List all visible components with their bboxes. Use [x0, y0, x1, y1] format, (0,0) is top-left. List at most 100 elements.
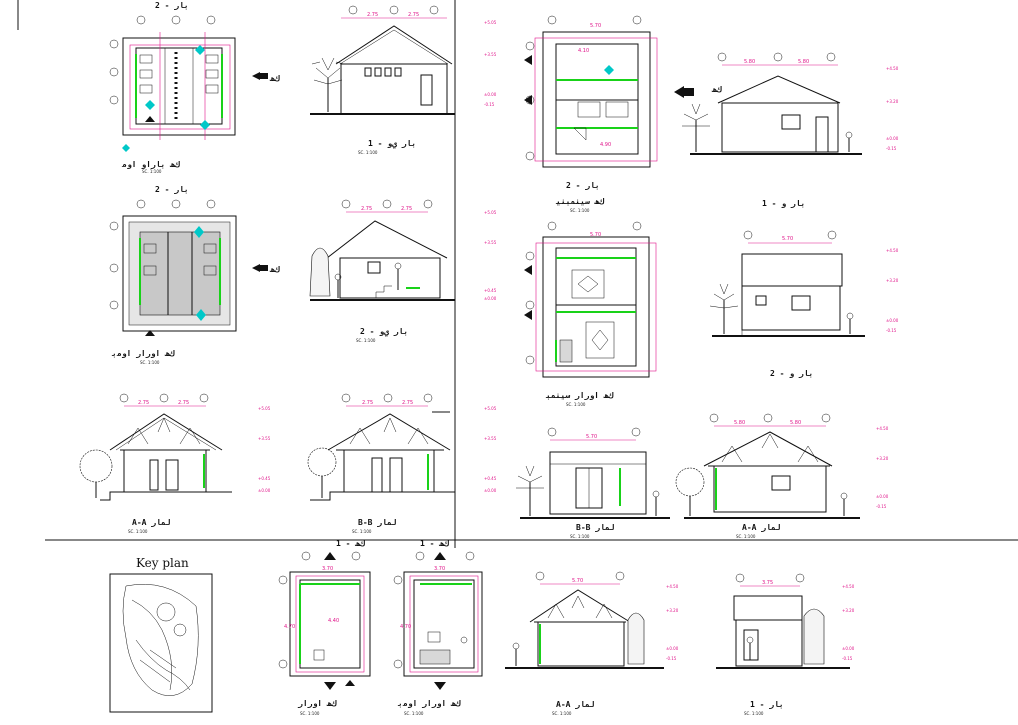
dim-s2-b: 2.75 [402, 400, 413, 406]
caption-elev-4: 2 - ﺑﺎﺭ ﻭ [770, 369, 813, 378]
level-s4-a: +4.50 [876, 426, 889, 431]
floor-plan-2 [524, 15, 694, 168]
level-e1-c: ±0.00 [484, 92, 497, 97]
level-e3-c: +0.45 [484, 288, 497, 293]
scale-sec-3: SC. 1:100 [570, 534, 590, 539]
level-e3-d: ±0.00 [484, 296, 497, 301]
level-s5-d: -0.15 [666, 656, 677, 661]
elevation-4 [709, 230, 865, 337]
caption-sec-2: B-B ﻟﻤﺎﺭ [358, 518, 397, 527]
caption-sec-5: A-A ﻟﻤﺎﺭ [556, 700, 595, 709]
dim-e5-a: 3.75 [762, 580, 773, 586]
dim-e4-a: 5.70 [782, 236, 793, 242]
level-e1-b: +3.55 [484, 52, 497, 57]
dim-p6-b: 4.70 [400, 624, 411, 630]
level-e1-d: -0.15 [484, 102, 495, 107]
dim-e2-a: 5.80 [744, 59, 755, 65]
level-s2-c: +0.45 [484, 476, 497, 481]
dim-p5-a: 3.70 [322, 566, 333, 572]
caption-elev-3: 2 - ﺑﺎﺭ ﻱﻭ [360, 327, 408, 337]
marker-side-2: ﻙﮫ [711, 85, 722, 94]
elevation-3 [309, 199, 455, 301]
marker-label-3: 2 - ﺑﺎﺭ [155, 185, 189, 194]
dim-e1-b: 2.75 [408, 12, 419, 18]
scale-elev-5: SC. 1:100 [744, 711, 764, 716]
dim-s1-a: 2.75 [138, 400, 149, 406]
caption-plan-3: ﻙﮫ ﺍﻭﺭﺍﺭ ﺍﻭﻣﺑ [111, 349, 175, 358]
level-e4-a: +4.50 [886, 248, 899, 253]
scale-elev-1: SC. 1:100 [358, 150, 378, 155]
caption-plan-4: ﻙﮫ ﺍﻭﺭﺍﺭ ﺳﻴﻨﻤﺒ [545, 391, 614, 400]
level-s2-b: +3.55 [484, 436, 497, 441]
caption-sec-1: A-A ﻟﻤﺎﺭ [132, 518, 171, 527]
key-plan-map [109, 573, 213, 713]
dim-s3-a: 5.70 [586, 434, 597, 440]
scale-elev-3: SC. 1:100 [356, 338, 376, 343]
scale-plan-6: SC. 1:100 [404, 711, 424, 716]
level-e2-d: -0.15 [886, 146, 897, 151]
level-s2-a: +5.05 [484, 406, 497, 411]
level-e5-d: -0.15 [842, 656, 853, 661]
level-s1-c: +0.45 [258, 476, 271, 481]
level-e2-c: ±0.00 [886, 136, 899, 141]
scale-sec-5: SC. 1:100 [552, 711, 572, 716]
dim-s1-b: 2.75 [178, 400, 189, 406]
caption-elev-5: 1 - ﺑﺎﺭ [750, 700, 784, 709]
level-s1-b: +3.55 [258, 436, 271, 441]
dim-e2-b: 5.80 [798, 59, 809, 65]
caption-plan-1: ﻙﮫ ﺑﺎﺭﺍﻭ ﺍﻭﻣ [121, 160, 180, 169]
caption-sec-3: B-B ﻟﻤﺎﺭ [576, 523, 615, 532]
caption-plan-5: ﻙﮫ ﺍﻭﺭﺍﺭ [297, 699, 337, 708]
marker-side-3: ﻙﮫ [269, 265, 280, 274]
floor-plan-6 [393, 551, 483, 690]
level-e3-a: +5.05 [484, 210, 497, 215]
scale-sec-4: SC. 1:100 [736, 534, 756, 539]
caption-plan-6: ﻙﮫ ﺍﻭﺭﺍﺭ ﺍﻭﻣﺑ [397, 699, 461, 708]
dim-p2-c: 4.90 [600, 142, 611, 148]
dim-p5-c: 4.70 [284, 624, 295, 630]
level-e1-a: +5.05 [484, 20, 497, 25]
dim-e1-a: 2.75 [367, 12, 378, 18]
dim-p4-a: 5.70 [590, 232, 601, 238]
marker-side-1: ﻙﮫ [269, 74, 280, 83]
scale-plan-3: SC. 1:100 [140, 360, 160, 365]
level-e2-b: +3.20 [886, 99, 899, 104]
scale-plan-1: SC. 1:100 [142, 169, 162, 174]
level-s4-c: ±0.00 [876, 494, 889, 499]
dim-p6-a: 3.70 [434, 566, 445, 572]
dim-p2-b: 4.10 [578, 48, 589, 54]
level-e5-c: ±0.00 [842, 646, 855, 651]
dim-p2-a: 5.70 [590, 23, 601, 29]
dim-p5-b: 4.40 [328, 618, 339, 624]
scale-plan-4: SC. 1:100 [566, 402, 586, 407]
caption-elev-2: 1 - ﺑﺎﺭ ﻭ [762, 199, 805, 208]
scale-sec-2: SC. 1:100 [352, 529, 372, 534]
level-s5-a: +4.50 [666, 584, 679, 589]
scale-sec-1: SC. 1:100 [128, 529, 148, 534]
marker-label-1: 2 - ﺑﺎﺭ [155, 1, 189, 10]
tree-1 [311, 57, 345, 112]
level-s4-d: -0.15 [876, 504, 887, 509]
level-e4-d: -0.15 [886, 328, 897, 333]
elevation-2 [682, 52, 862, 155]
floor-plan-4 [524, 221, 657, 378]
level-s4-b: +3.20 [876, 456, 889, 461]
dim-e3-b: 2.75 [401, 206, 412, 212]
level-s5-b: +3.20 [666, 608, 679, 613]
scale-plan-5: SC. 1:100 [300, 711, 320, 716]
dim-s4-a: 5.80 [734, 420, 745, 426]
level-e5-a: +4.50 [842, 584, 855, 589]
level-s5-c: ±0.00 [666, 646, 679, 651]
floor-plan-3 [109, 199, 268, 336]
section-aa-2 [675, 413, 860, 519]
caption-plan-2: 2 - ﺑﺎﺭ [566, 181, 600, 190]
section-bb-2 [516, 427, 670, 519]
dim-s2-a: 2.75 [362, 400, 373, 406]
elevation-1 [310, 5, 455, 115]
floor-plan-1 [109, 15, 268, 152]
marker-label-5: 1 - ﻙﮫ [336, 539, 365, 548]
level-e2-a: +4.50 [886, 66, 899, 71]
elevation-5 [716, 573, 850, 669]
key-plan-title: Key plan [136, 556, 189, 570]
